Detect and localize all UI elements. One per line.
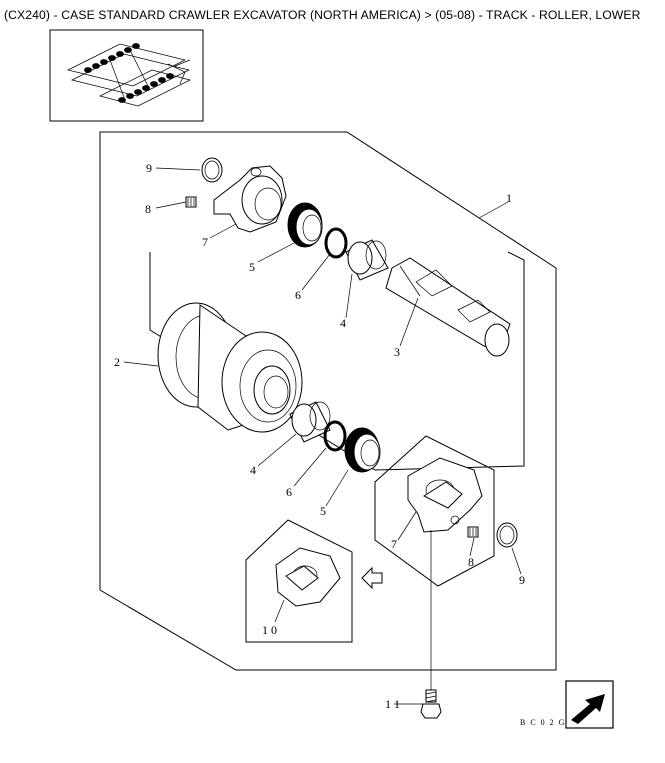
bracket-10 (275, 547, 341, 607)
roller-body (157, 302, 303, 433)
callout-4-upper: 4 (340, 316, 346, 330)
o-ring-upper (324, 227, 348, 259)
collar-box-lower (374, 435, 495, 587)
plug-lower (467, 526, 479, 538)
callout-7-upper: 7 (202, 235, 208, 249)
reference-code: B C 0 2 G 0 (520, 718, 575, 727)
callout-6-lower: 6 (286, 485, 292, 499)
callout-5-upper: 5 (249, 260, 255, 274)
plug-upper (185, 196, 197, 208)
arrow-icon[interactable] (565, 680, 614, 729)
direction-arrow (361, 566, 383, 590)
callout-6-upper: 6 (295, 288, 301, 302)
callout-5-lower: 5 (320, 504, 326, 518)
o-ring-lower (323, 420, 347, 452)
assembly-boundary (99, 131, 557, 671)
callout-10: 1 0 (262, 623, 277, 637)
leader-lines (123, 167, 522, 705)
bushing-lower (289, 401, 331, 443)
callout-9-upper: 9 (146, 161, 152, 175)
bushing-upper (345, 239, 389, 281)
callout-2: 2 (114, 355, 120, 369)
collar-upper (213, 165, 287, 233)
thumbnail-locator-icon[interactable] (49, 29, 204, 122)
callout-3: 3 (394, 345, 400, 359)
collar-lower (407, 457, 483, 533)
seal-lower (344, 427, 381, 473)
snap-ring-lower (496, 522, 518, 548)
callout-9-lower: 9 (519, 573, 525, 587)
callout-7-lower: 7 (391, 537, 397, 551)
callout-11: 1 1 (385, 697, 400, 711)
callout-8-upper: 8 (145, 202, 151, 216)
snap-ring-upper (201, 157, 223, 183)
callout-1: 1 (506, 191, 512, 205)
page-title: (CX240) - CASE STANDARD CRAWLER EXCAVATO… (4, 8, 641, 22)
callout-8-lower: 8 (468, 555, 474, 569)
callout-4-lower: 4 (250, 463, 256, 477)
inset-box-10 (245, 519, 353, 643)
seal-upper (287, 202, 323, 248)
shaft (385, 257, 511, 357)
